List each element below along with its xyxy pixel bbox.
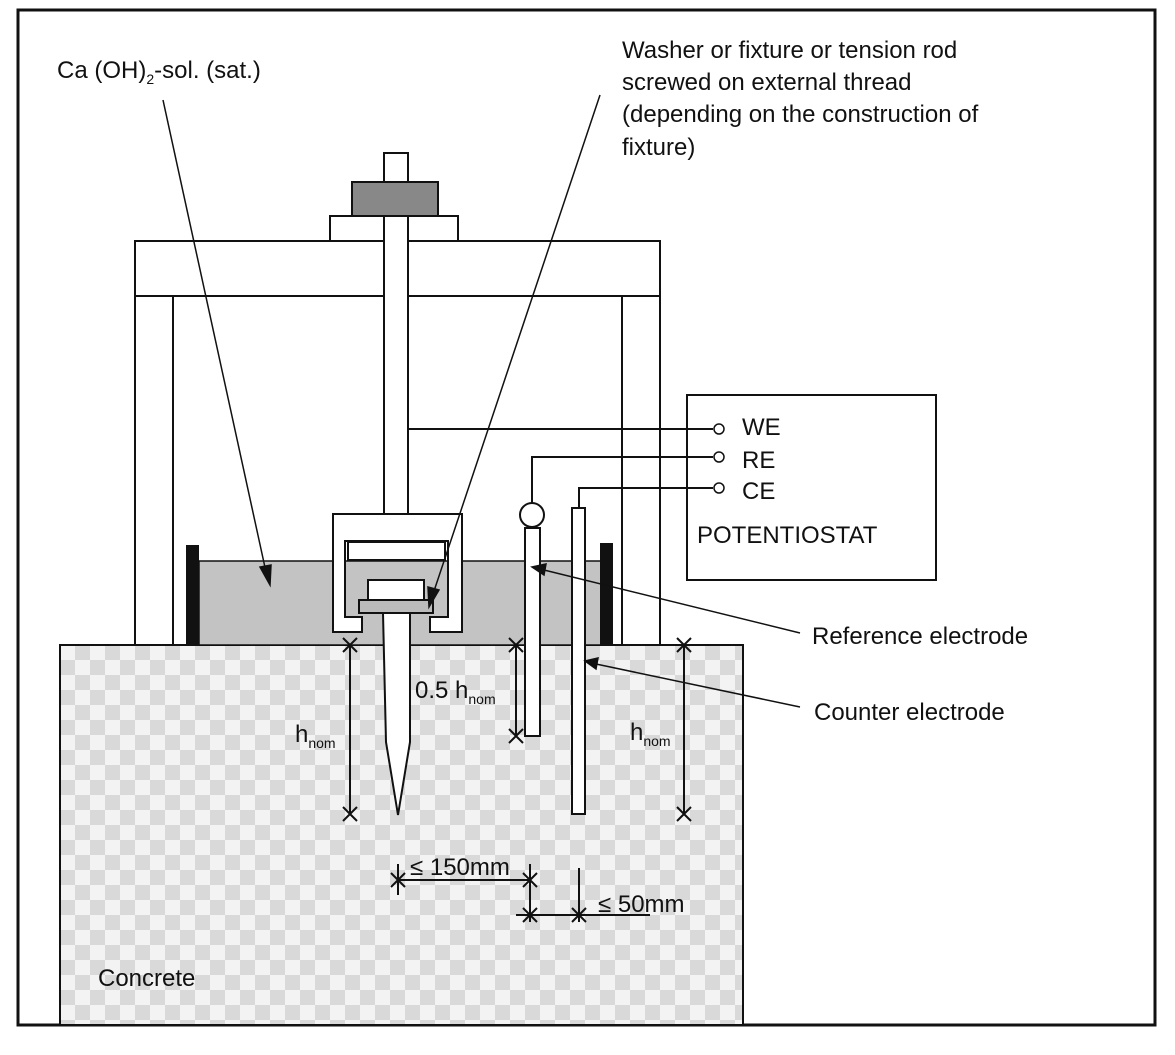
reference-electrode-label: Reference electrode [812,623,1028,650]
re-label: RE [742,447,775,474]
ce-label: CE [742,478,775,505]
counter-electrode [571,507,586,815]
hnom-right-label: hnom [630,719,671,749]
spacing-50-label: ≤ 50mm [598,891,685,918]
washer-label-line1: Washer or fixture or tension rod [622,37,957,64]
leader-lines [162,94,801,708]
tension-rod [383,215,409,515]
washer-label-line2: screwed on external thread [622,69,912,96]
potentiostat-label: POTENTIOSTAT [697,522,878,549]
dimension-lines [342,637,692,923]
counter-electrode-label: Counter electrode [814,699,1005,726]
half-hnom-label: 0.5 hnom [415,677,496,707]
washer-label-line4: fixture) [622,134,695,161]
spacing-150-label: ≤ 150mm [410,854,510,881]
we-terminal [713,423,725,435]
we-label: WE [742,414,781,441]
potentiostat-box [686,394,937,581]
wiring [408,428,713,508]
fixture [332,513,463,816]
solution-label: Ca (OH)2-sol. (sat.) [57,57,261,87]
bath-wall-left [186,545,199,645]
hnom-left-label: hnom [295,721,336,751]
re-terminal [713,451,725,463]
bath-wall-right [600,543,613,645]
nut [351,181,439,217]
reference-electrode [519,502,545,737]
washer-label-line3: (depending on the construction of [622,101,979,128]
ce-terminal [713,482,725,494]
rod-top [383,152,409,184]
concrete-label: Concrete [98,965,195,992]
